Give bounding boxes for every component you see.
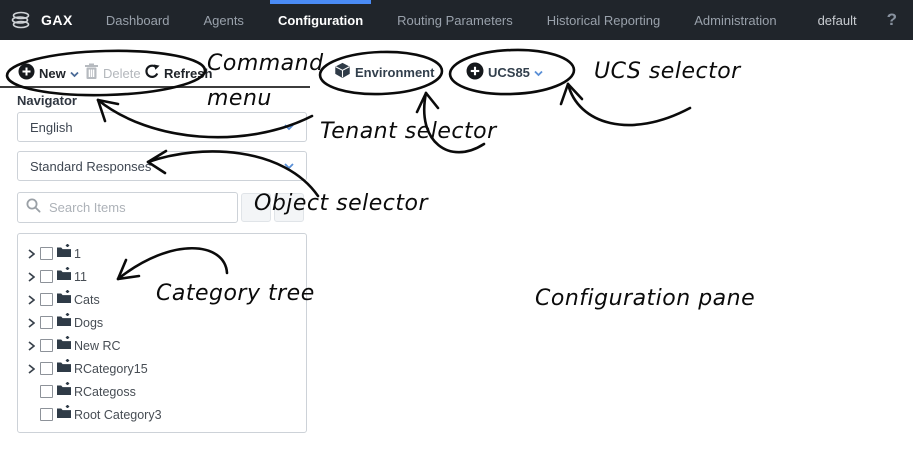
search-icon bbox=[26, 198, 41, 218]
tree-checkbox[interactable] bbox=[40, 362, 53, 375]
top-nav-bar: GAX Dashboard Agents Configuration Routi… bbox=[0, 0, 913, 40]
folder-icon bbox=[56, 358, 72, 378]
annotation-command-menu: Command menu bbox=[207, 51, 324, 111]
tree-row[interactable]: 11 bbox=[18, 265, 306, 288]
tree-row[interactable]: Root Category3 bbox=[18, 403, 306, 426]
annotation-configuration-pane: Configuration pane bbox=[535, 286, 756, 311]
tab-dashboard[interactable]: Dashboard bbox=[105, 12, 170, 28]
tree-checkbox[interactable] bbox=[40, 270, 53, 283]
annotation-ucs-selector: UCS selector bbox=[594, 59, 741, 84]
folder-icon bbox=[56, 266, 72, 286]
ucs-selector-button[interactable]: UCS85 bbox=[466, 59, 543, 85]
annotation-category-tree: Category tree bbox=[156, 281, 315, 306]
tree-row[interactable]: RCategory15 bbox=[18, 357, 306, 380]
plus-circle-icon bbox=[18, 63, 35, 83]
tree-expand-button[interactable] bbox=[274, 193, 304, 222]
chevron-right-icon[interactable] bbox=[28, 248, 39, 259]
tree-checkbox[interactable] bbox=[40, 385, 53, 398]
delete-button[interactable]: Delete bbox=[84, 60, 141, 86]
tree-checkbox[interactable] bbox=[40, 408, 53, 421]
chevron-down-icon bbox=[534, 65, 543, 80]
tree-row[interactable]: RCategoss bbox=[18, 380, 306, 403]
chevron-down-icon bbox=[70, 66, 79, 81]
folder-icon bbox=[56, 289, 72, 309]
gax-logo-icon bbox=[10, 9, 32, 31]
tree-checkbox[interactable] bbox=[40, 293, 53, 306]
search-input[interactable] bbox=[49, 200, 199, 215]
tab-historical-reporting[interactable]: Historical Reporting bbox=[546, 12, 661, 28]
search-box bbox=[17, 192, 238, 223]
annotation-arrow-ucs bbox=[566, 82, 692, 127]
tree-checkbox[interactable] bbox=[40, 339, 53, 352]
plus-circle-icon bbox=[466, 62, 484, 83]
tree-row[interactable]: Dogs bbox=[18, 311, 306, 334]
chevron-down-icon bbox=[284, 157, 294, 175]
navigator-label: Navigator bbox=[17, 93, 77, 108]
folder-icon bbox=[56, 243, 72, 263]
folder-icon bbox=[56, 404, 72, 424]
tree-checkbox[interactable] bbox=[40, 247, 53, 260]
language-select[interactable]: English bbox=[17, 112, 307, 142]
folder-icon bbox=[56, 335, 72, 355]
folder-icon bbox=[56, 381, 72, 401]
annotation-object-selector: Object selector bbox=[254, 191, 429, 216]
chevron-right-icon[interactable] bbox=[28, 363, 39, 374]
current-user-label[interactable]: default bbox=[817, 12, 857, 28]
tree-row[interactable]: New RC bbox=[18, 334, 306, 357]
chevron-right-icon[interactable] bbox=[28, 271, 39, 282]
new-button[interactable]: New bbox=[18, 60, 79, 86]
tree-row[interactable]: Cats bbox=[18, 288, 306, 311]
category-tree-panel: 1 11 Cats Dogs New RC bbox=[17, 233, 307, 433]
refresh-button[interactable]: Refresh bbox=[144, 60, 212, 86]
chevron-right-icon[interactable] bbox=[28, 294, 39, 305]
chevron-down-icon bbox=[284, 118, 294, 136]
tab-administration[interactable]: Administration bbox=[694, 12, 777, 28]
brand-title: GAX bbox=[41, 12, 73, 28]
object-type-select[interactable]: Standard Responses bbox=[17, 151, 307, 181]
tree-checkbox[interactable] bbox=[40, 316, 53, 329]
annotation-tenant-selector: Tenant selector bbox=[320, 119, 497, 144]
folder-icon bbox=[56, 312, 72, 332]
cube-icon bbox=[334, 62, 351, 82]
trash-icon bbox=[84, 63, 99, 83]
tab-configuration[interactable]: Configuration bbox=[261, 0, 380, 40]
chevron-right-icon[interactable] bbox=[28, 340, 39, 351]
chevron-right-icon[interactable] bbox=[28, 317, 39, 328]
refresh-icon bbox=[144, 64, 160, 83]
tree-row[interactable]: 1 bbox=[18, 242, 306, 265]
tenant-selector-button[interactable]: Environment bbox=[334, 59, 434, 85]
tab-routing-parameters[interactable]: Routing Parameters bbox=[397, 12, 513, 28]
tab-agents[interactable]: Agents bbox=[203, 12, 244, 28]
help-icon[interactable]: ? bbox=[886, 10, 897, 29]
